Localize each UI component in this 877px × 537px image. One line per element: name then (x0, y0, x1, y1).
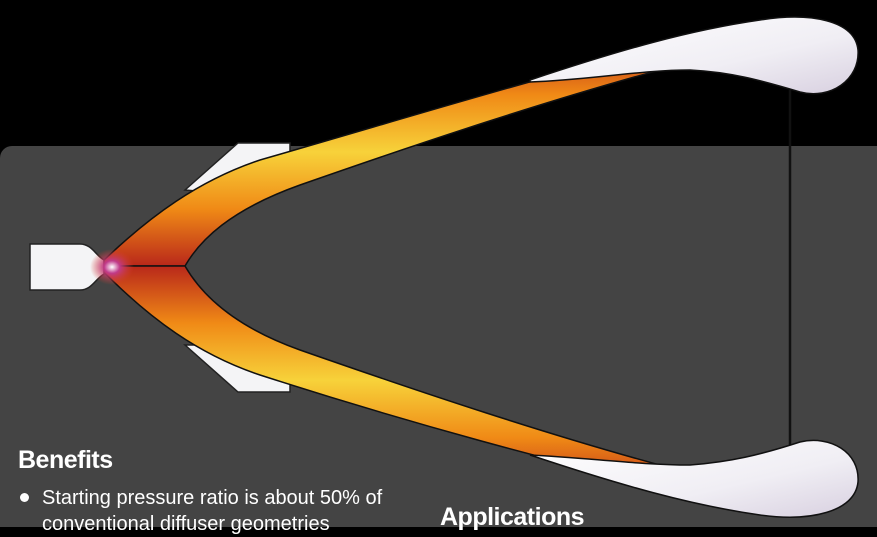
list-item: Starting pressure ratio is about 50% of … (18, 485, 418, 537)
benefit-text: Starting pressure ratio is about 50% of … (42, 487, 383, 535)
applications-heading: Applications (440, 503, 585, 531)
benefits-heading: Benefits (18, 446, 113, 474)
upper-lobe (529, 16, 859, 95)
benefits-list: Starting pressure ratio is about 50% of … (18, 485, 418, 537)
bullet-icon (20, 493, 29, 502)
lower-lobe (529, 439, 859, 518)
nozzle-exit-core (90, 249, 134, 285)
